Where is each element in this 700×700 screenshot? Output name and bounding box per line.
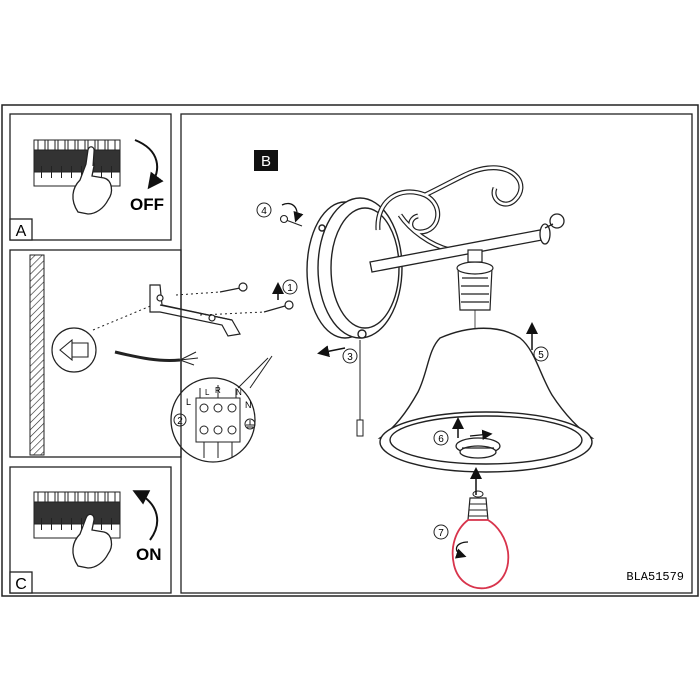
panel-b: B 3 xyxy=(180,113,693,594)
wall-hatch xyxy=(29,254,45,456)
step-7-label: 7 xyxy=(438,528,444,539)
breaker-toggle xyxy=(97,139,106,151)
breaker-toggle xyxy=(47,491,56,503)
step-3-label: 3 xyxy=(347,352,353,363)
breaker-toggle xyxy=(67,491,76,503)
breaker-toggle xyxy=(47,139,56,151)
dowel-detail xyxy=(51,327,97,373)
breaker-toggle xyxy=(67,139,76,151)
switch-on-arrow xyxy=(132,490,159,541)
step-2-badge xyxy=(173,413,187,427)
breaker-toggle xyxy=(87,491,96,503)
on-label: ON xyxy=(136,545,162,564)
step-1-label: 1 xyxy=(287,283,293,294)
support-rod xyxy=(369,213,565,273)
breaker-strip-c xyxy=(33,491,121,539)
off-label: OFF xyxy=(130,195,164,214)
hand-icon xyxy=(72,513,113,569)
switch-off-arrow xyxy=(134,139,164,190)
breaker-toggle xyxy=(57,491,66,503)
breaker-toggle xyxy=(97,491,106,503)
hand-icon xyxy=(72,159,113,215)
wall-plate xyxy=(306,197,403,339)
step-7-badge xyxy=(433,524,449,540)
step-5-label: 5 xyxy=(538,350,544,361)
step-5-badge xyxy=(533,346,549,362)
step-6-label: 6 xyxy=(438,434,444,445)
panel-a-letter: A xyxy=(16,223,27,240)
step-4-label: 4 xyxy=(261,206,267,217)
panel-a: A OFF xyxy=(9,113,172,241)
breaker-toggle xyxy=(57,139,66,151)
terminal-label-l-side: L xyxy=(186,397,191,407)
step-2-label: 2 xyxy=(177,416,183,427)
breaker-toggle xyxy=(107,491,116,503)
step-1-badge xyxy=(282,279,298,295)
light-bulb-icon xyxy=(451,490,510,590)
breaker-toggle xyxy=(107,139,116,151)
terminal-label-r-top: R xyxy=(215,386,221,395)
supply-cable xyxy=(114,350,181,362)
terminal-label-n-side: N xyxy=(245,400,252,410)
breaker-toggle xyxy=(37,139,46,151)
screw-icon xyxy=(279,214,303,227)
ground-icon xyxy=(244,418,256,430)
screw-icon xyxy=(219,282,294,313)
panel-c: C ON xyxy=(9,466,172,594)
breaker-toggle xyxy=(77,139,86,151)
step-6-badge xyxy=(433,430,449,446)
panel-b-letter: B xyxy=(261,153,271,170)
breaker-toggle xyxy=(77,491,86,503)
shade-ring xyxy=(455,437,501,459)
panel-c-letter: C xyxy=(15,576,27,593)
breaker-toggle xyxy=(37,491,46,503)
terminal-label-l-top: L xyxy=(205,388,210,397)
terminal-block xyxy=(195,385,241,458)
mounting-bracket xyxy=(149,284,241,337)
terminal-label-n-top: N xyxy=(236,388,242,397)
model-code: BLA51579 xyxy=(626,570,684,584)
step-4-badge xyxy=(256,202,272,218)
outer-frame xyxy=(1,104,699,597)
lamp-socket xyxy=(456,249,494,400)
step-3-badge xyxy=(342,348,358,364)
panel-wall-mounting: 1 L L R N N 2 xyxy=(9,249,298,463)
breaker-strip-a xyxy=(33,139,121,187)
